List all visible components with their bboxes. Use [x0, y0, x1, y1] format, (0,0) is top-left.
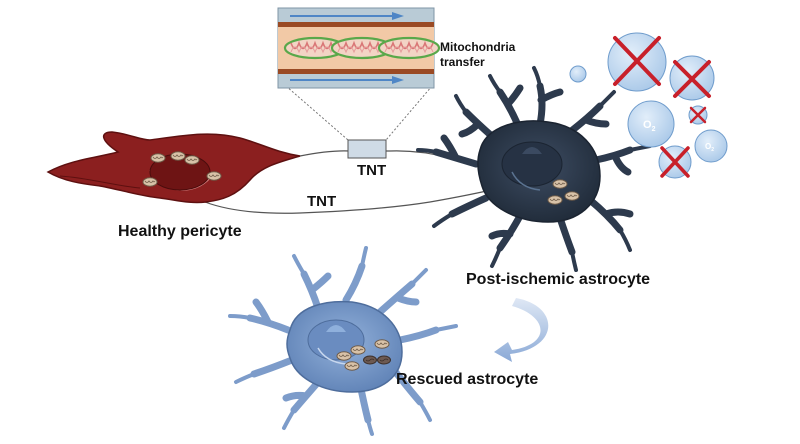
- oxygen-bubble-small-left: [569, 65, 587, 83]
- post-ischemic-astrocyte-cell: [416, 66, 652, 272]
- zoom-guide-right: [385, 85, 433, 141]
- oxygen-label-mid: O2: [643, 119, 656, 133]
- mitochondrion-3: [377, 36, 441, 60]
- oxygen-bubbles: O2 O2: [569, 32, 728, 179]
- tnt-zoom-inset: [277, 7, 441, 141]
- rescued-mito-6: [377, 355, 391, 365]
- mito-transfer-label-line1: Mitochondria: [440, 40, 516, 54]
- tnt-zoom-box: [347, 139, 387, 159]
- mito-transfer-label-line2: transfer: [440, 55, 485, 69]
- cross-mark-large: [613, 36, 661, 86]
- cross-mark-topright: [673, 60, 711, 98]
- pericyte-mito-5: [206, 171, 222, 181]
- post-ischemic-astrocyte-label: Post-ischemic astrocyte: [466, 271, 650, 288]
- post-astrocyte-nucleus: [501, 141, 563, 187]
- rescue-arrow: [494, 298, 549, 362]
- pericyte-mito-1: [150, 153, 166, 163]
- rescued-astrocyte-cell: [228, 246, 458, 436]
- pericyte-mito-2: [170, 151, 186, 161]
- cross-mark-tiny: [689, 106, 707, 124]
- oxygen-label-right: O2: [705, 142, 714, 153]
- rescued-mito-2: [350, 345, 366, 355]
- pericyte-mito-4: [142, 177, 158, 187]
- flow-arrow-bottom: [290, 76, 404, 84]
- flow-arrow-top: [290, 12, 404, 20]
- tnt-upper-label: TNT: [357, 162, 386, 179]
- cross-mark-lower: [660, 146, 690, 178]
- rescued-mito-4: [374, 339, 390, 349]
- tube-wall-bottom: [278, 69, 434, 74]
- post-astro-mito-2: [564, 191, 580, 201]
- rescued-mito-1: [336, 351, 352, 361]
- rescued-mito-5: [363, 355, 377, 365]
- post-astro-mito-3: [547, 195, 563, 205]
- post-astro-mito-1: [552, 179, 568, 189]
- tnt-lower-label: TNT: [307, 193, 336, 210]
- healthy-pericyte-label: Healthy pericyte: [118, 223, 242, 240]
- pericyte-mito-3: [184, 155, 200, 165]
- rescued-astrocyte-label: Rescued astrocyte: [396, 371, 538, 388]
- oxygen-bubble-right: [694, 129, 728, 163]
- zoom-guide-left: [285, 85, 349, 141]
- rescued-mito-3: [344, 361, 360, 371]
- tube-wall-top: [278, 22, 434, 27]
- oxygen-bubble-mid: [627, 100, 675, 148]
- healthy-pericyte-cell: [46, 131, 301, 204]
- tnt-lower-line: [204, 187, 501, 214]
- rescued-astrocyte-nucleus: [307, 319, 365, 361]
